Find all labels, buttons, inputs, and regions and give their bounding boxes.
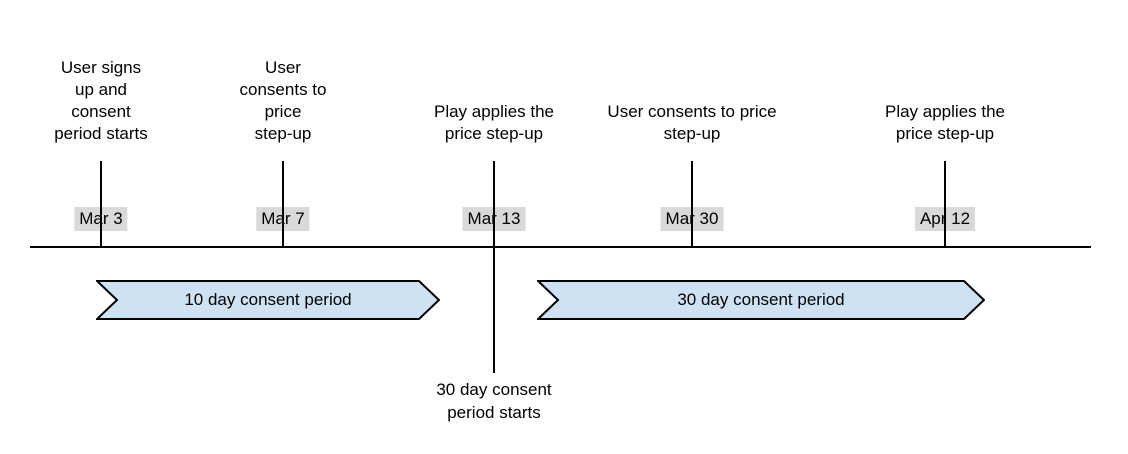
consent-period-banner-30day: 30 day consent period (537, 280, 985, 320)
event-description-line: period starts (54, 124, 148, 143)
event-description-line: price step-up (895, 124, 995, 143)
event-description-line: price step-up (444, 124, 544, 143)
event-description-line: Play applies the (433, 102, 555, 121)
event-description-line: step-up (254, 124, 312, 143)
event-description-line: consents to (239, 80, 327, 99)
below-axis-note-line: period starts (447, 403, 541, 422)
consent-period-banner-10day: 10 day consent period (96, 280, 440, 320)
event-description-line: User (265, 58, 301, 77)
event-description: User consents to price step-up (607, 101, 776, 145)
event-description-line: consent (71, 102, 131, 121)
below-axis-note-line: 30 day consent (436, 380, 552, 399)
event-description-line: step-up (663, 124, 721, 143)
chevron-ribbon-icon (537, 280, 985, 320)
event-description: Play applies the price step-up (434, 101, 554, 145)
timeline-axis (30, 246, 1091, 248)
event-description-line: User consents to price (607, 102, 777, 121)
event-tick-line (944, 161, 946, 248)
event-description-line: price (264, 102, 302, 121)
period-label: 10 day consent period (184, 290, 352, 309)
event-description: Play applies the price step-up (885, 101, 1005, 145)
event-description-line: User signs (60, 58, 142, 77)
event-tick-line (100, 161, 102, 248)
period-label: 30 day consent period (677, 290, 845, 309)
below-axis-note: 30 day consent period starts (436, 378, 551, 424)
event-tick-line (691, 161, 693, 248)
chevron-ribbon-icon (96, 280, 440, 320)
event-description: User consents to price step-up (240, 57, 327, 145)
event-description-line: up and (74, 80, 127, 99)
event-tick-line (493, 161, 495, 373)
event-description: User signs up and consent period starts (54, 57, 148, 145)
event-tick-line (282, 161, 284, 248)
event-description-line: Play applies the (884, 102, 1006, 121)
